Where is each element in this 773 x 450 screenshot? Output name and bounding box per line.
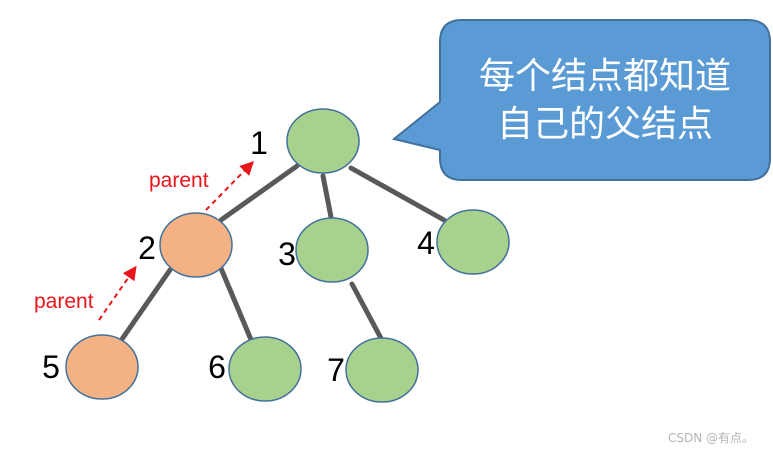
tree-node-7 bbox=[345, 337, 419, 403]
node-label-2: 2 bbox=[138, 230, 156, 266]
edge-1-2 bbox=[218, 163, 300, 223]
node-label-4: 4 bbox=[417, 225, 435, 261]
tree-node-6 bbox=[228, 336, 302, 402]
tree-node-4 bbox=[436, 209, 510, 275]
tree-node-3 bbox=[295, 217, 369, 283]
tree-node-2 bbox=[159, 212, 233, 278]
callout-line-1: 每个结点都知道 bbox=[479, 56, 731, 97]
edge-2-6 bbox=[217, 263, 255, 345]
node-label-1: 1 bbox=[250, 125, 268, 161]
tree-edges bbox=[117, 163, 447, 345]
callout-line-2: 自己的父结点 bbox=[497, 104, 713, 145]
parent-pointers: parent parent bbox=[34, 160, 254, 321]
node-labels: 1 2 3 4 5 6 7 bbox=[42, 125, 435, 388]
tree-node-5 bbox=[65, 334, 139, 400]
callout-bubble: 每个结点都知道 自己的父结点 bbox=[391, 19, 771, 181]
edge-1-4 bbox=[348, 165, 447, 223]
tree-nodes bbox=[65, 108, 510, 403]
node-label-6: 6 bbox=[208, 349, 226, 385]
node-label-7: 7 bbox=[327, 352, 345, 388]
watermark-text: CSDN @有点。 bbox=[668, 431, 755, 445]
parent-label-5-to-2: parent bbox=[34, 290, 94, 313]
edge-1-3 bbox=[320, 173, 334, 220]
node-label-5: 5 bbox=[42, 349, 60, 385]
callout-shape bbox=[391, 19, 771, 181]
tree-node-1 bbox=[286, 108, 360, 174]
parent-arrow-5-to-2 bbox=[98, 265, 137, 321]
parent-label-2-to-1: parent bbox=[149, 169, 209, 192]
parent-arrow-2-to-1 bbox=[205, 160, 254, 211]
edge-2-5 bbox=[117, 267, 173, 345]
edge-3-7 bbox=[349, 281, 386, 345]
node-label-3: 3 bbox=[278, 236, 296, 272]
